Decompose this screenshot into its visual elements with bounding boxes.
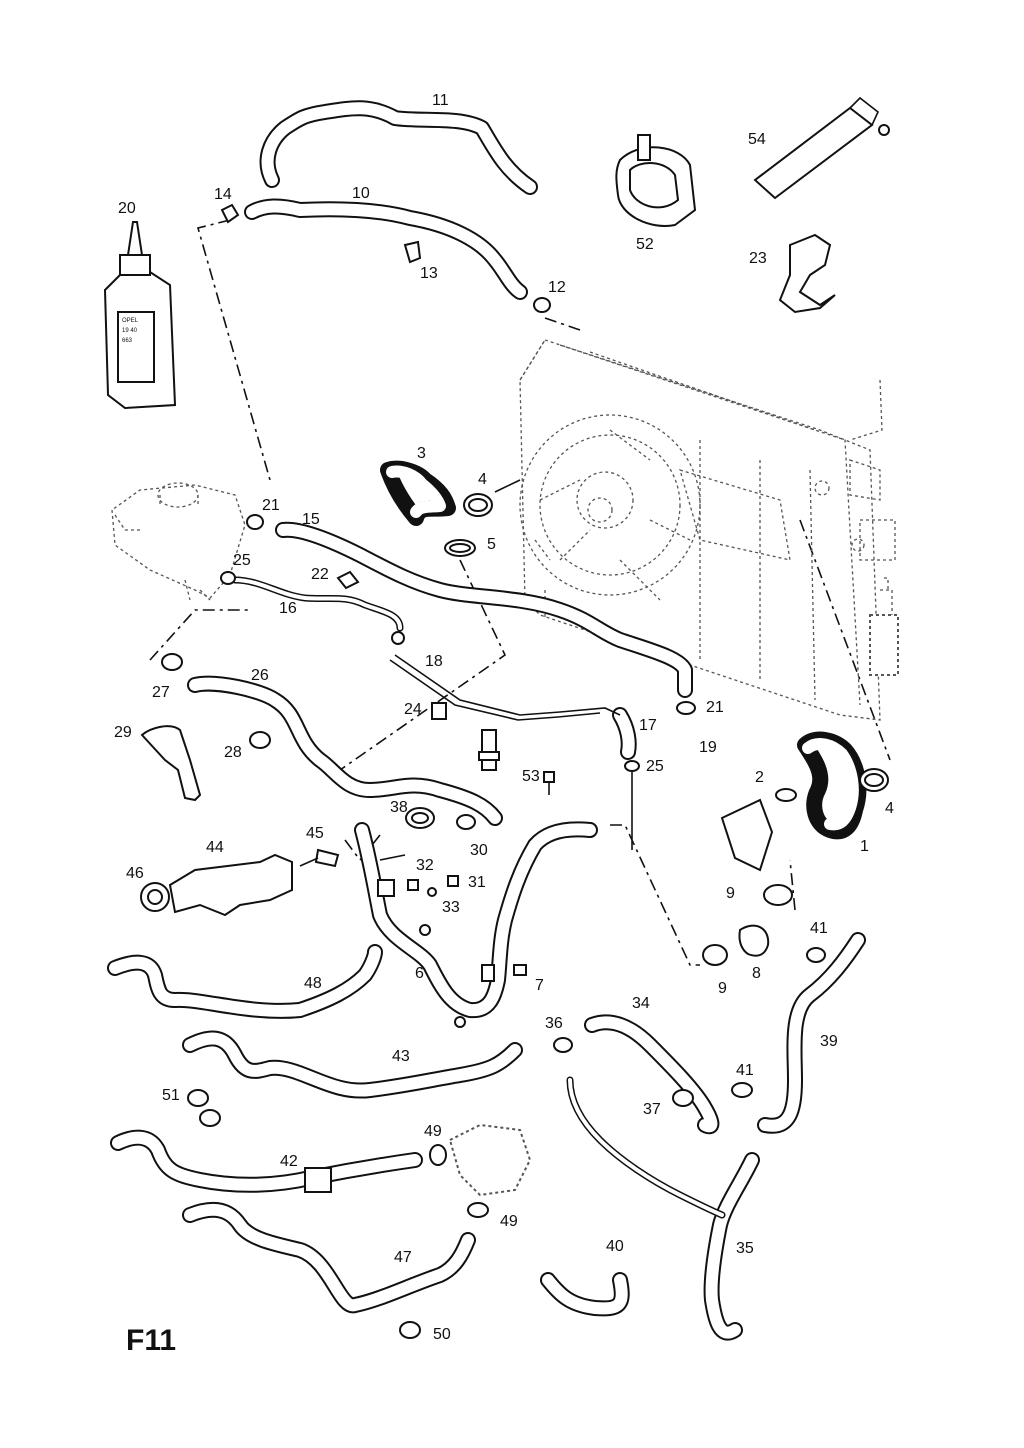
callout-34: 34 xyxy=(632,995,650,1012)
callout-49: 49 xyxy=(424,1123,442,1140)
callout-9b: 9 xyxy=(718,980,727,997)
callout-25: 25 xyxy=(233,552,251,569)
callout-30: 30 xyxy=(470,842,488,859)
callout-25b: 25 xyxy=(646,758,664,775)
hoses xyxy=(107,100,867,1341)
callout-13: 13 xyxy=(420,265,438,282)
callout-14: 14 xyxy=(214,186,232,203)
callout-8: 8 xyxy=(752,965,761,982)
callout-43: 43 xyxy=(392,1048,410,1065)
callout-32: 32 xyxy=(416,857,434,874)
callout-3: 3 xyxy=(417,445,426,462)
callout-6: 6 xyxy=(415,965,424,982)
callout-47: 47 xyxy=(394,1249,412,1266)
callout-46: 46 xyxy=(126,865,144,882)
sheet-id: F11 xyxy=(126,1324,176,1357)
callout-37: 37 xyxy=(643,1101,661,1118)
callout-28: 28 xyxy=(224,744,242,761)
callout-45: 45 xyxy=(306,825,324,842)
callout-15: 15 xyxy=(302,511,320,528)
callout-23: 23 xyxy=(749,250,767,267)
thin-pipes xyxy=(231,576,726,1219)
callout-22: 22 xyxy=(311,566,329,583)
callout-26: 26 xyxy=(251,667,269,684)
callout-44: 44 xyxy=(206,839,224,856)
callout-17: 17 xyxy=(639,717,657,734)
callout-1: 1 xyxy=(860,838,869,855)
bottle-label-line-2: 19 40 xyxy=(122,328,138,334)
callout-20: 20 xyxy=(118,200,136,217)
callout-21: 21 xyxy=(262,497,280,514)
bottle-label-line-1: OPEL xyxy=(122,318,139,324)
callout-54: 54 xyxy=(748,131,766,148)
callout-31: 31 xyxy=(468,874,486,891)
callout-12: 12 xyxy=(548,279,566,296)
callout-42: 42 xyxy=(280,1153,298,1170)
callout-18: 18 xyxy=(425,653,443,670)
small-parts: OPEL 19 40 663 xyxy=(103,96,890,1339)
callout-4b: 4 xyxy=(885,800,894,817)
callout-36: 36 xyxy=(545,1015,563,1032)
callout-5: 5 xyxy=(487,536,496,553)
callout-40: 40 xyxy=(606,1238,624,1255)
callout-9: 9 xyxy=(726,885,735,902)
callout-19: 19 xyxy=(699,739,717,756)
callout-10: 10 xyxy=(352,185,370,202)
callout-27: 27 xyxy=(152,684,170,701)
callout-24: 24 xyxy=(404,701,422,718)
callout-16: 16 xyxy=(279,600,297,617)
callout-53: 53 xyxy=(522,768,540,785)
callout-35: 35 xyxy=(736,1240,754,1257)
callout-49b: 49 xyxy=(500,1213,518,1230)
callout-7: 7 xyxy=(535,977,544,994)
callout-50: 50 xyxy=(433,1326,451,1343)
leader-lines xyxy=(149,219,891,966)
radiator-fan-assembly xyxy=(519,339,899,721)
callout-48: 48 xyxy=(304,975,322,992)
callout-21b: 21 xyxy=(706,699,724,716)
callouts: 1 2 3 4 4 5 6 7 8 9 9 10 11 12 13 14 15 … xyxy=(114,92,894,1343)
callout-51: 51 xyxy=(162,1087,180,1104)
callout-52: 52 xyxy=(636,236,654,253)
callout-38: 38 xyxy=(390,799,408,816)
callout-2: 2 xyxy=(755,769,764,786)
callout-4: 4 xyxy=(478,471,487,488)
callout-11: 11 xyxy=(432,92,449,109)
callout-39: 39 xyxy=(820,1033,838,1050)
callout-33: 33 xyxy=(442,899,460,916)
bottle-label-line-3: 663 xyxy=(122,338,133,344)
callout-41b: 41 xyxy=(736,1062,754,1079)
callout-29: 29 xyxy=(114,724,132,741)
callout-41: 41 xyxy=(810,920,828,937)
